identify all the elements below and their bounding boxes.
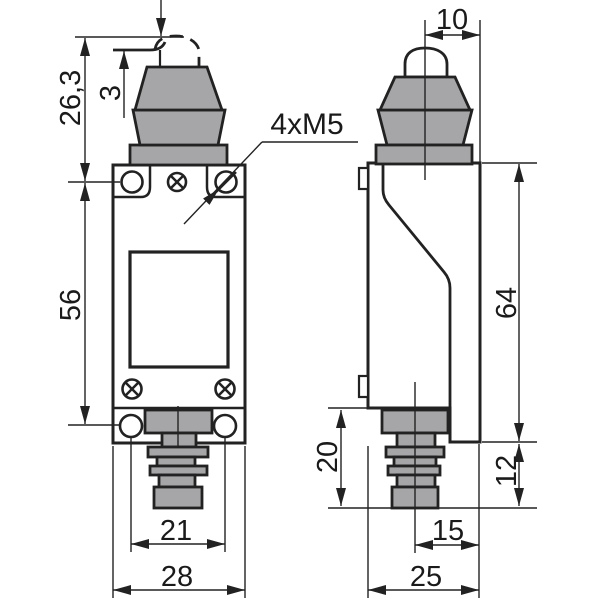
dim-label-21: 21 bbox=[160, 515, 192, 547]
dim-label-10: 10 bbox=[436, 4, 468, 36]
side-view: 10 64 12 20 15 25 bbox=[312, 4, 537, 598]
dim-label-25: 25 bbox=[410, 561, 442, 593]
front-bellows-lower bbox=[131, 108, 227, 147]
front-plunger-collar bbox=[128, 143, 229, 167]
front-bellows-upper bbox=[133, 65, 224, 112]
thread-callout-label: 4xM5 bbox=[270, 108, 343, 141]
label-window bbox=[128, 250, 230, 369]
dim-label-26-3: 26,3 bbox=[55, 70, 87, 126]
pressed-position-line bbox=[113, 41, 167, 52]
thread-callout: 4xM5 bbox=[183, 108, 358, 225]
dim-label-15: 15 bbox=[432, 515, 464, 547]
dimension-front-width: 28 bbox=[112, 446, 246, 598]
dimension-side-depth: 25 bbox=[367, 446, 479, 598]
dimension-hole-spacing-vertical: 56 bbox=[55, 183, 119, 426]
side-plunger-bellows bbox=[374, 75, 474, 166]
mounting-hole-bottom-right bbox=[212, 413, 238, 439]
dimension-gland-axis-offset: 15 bbox=[415, 444, 480, 598]
mounting-hole-bottom-left bbox=[118, 413, 144, 439]
callout-arrowhead bbox=[203, 189, 219, 205]
thread-hole-top-right bbox=[214, 170, 238, 194]
side-interior-contour bbox=[381, 164, 452, 407]
side-plunger-dome bbox=[403, 46, 449, 79]
dim-label-56: 56 bbox=[55, 289, 87, 321]
dimension-side-body-height: 64 bbox=[482, 162, 537, 443]
dim-label-64: 64 bbox=[491, 287, 523, 319]
side-clip-top bbox=[357, 166, 370, 191]
cover-screw-bottom-left-icon bbox=[121, 378, 143, 400]
dim-label-12: 12 bbox=[491, 455, 523, 487]
front-flange-pad-right bbox=[205, 166, 244, 199]
dim-label-3: 3 bbox=[95, 85, 127, 101]
callout-leader-line bbox=[183, 141, 263, 225]
dimension-lower-step: 12 bbox=[491, 444, 524, 506]
side-plunger-collar bbox=[374, 143, 474, 166]
dim-label-20: 20 bbox=[312, 441, 344, 473]
dimension-plunger-travel: 3 bbox=[95, 51, 129, 118]
dim-label-28: 28 bbox=[161, 561, 193, 593]
front-plunger-bellows bbox=[128, 65, 229, 167]
front-flange-pad-left bbox=[114, 166, 152, 199]
front-cable-gland bbox=[143, 408, 214, 510]
front-plunger-raised-position bbox=[113, 34, 201, 67]
dimension-gland-projection: 20 bbox=[312, 407, 367, 506]
mounting-hole-top-left bbox=[120, 170, 144, 194]
cover-screw-bottom-right-icon bbox=[214, 378, 236, 400]
raised-dome-dashed bbox=[153, 34, 201, 66]
side-body bbox=[366, 161, 482, 444]
dimension-hole-spacing-horizontal: 21 bbox=[130, 438, 226, 552]
dimension-front-overall-height: 26,3 bbox=[55, 38, 120, 183]
side-clip-bottom bbox=[357, 374, 370, 399]
diameter-slash-icon bbox=[215, 171, 237, 193]
dimension-plunger-axis-offset: 10 bbox=[425, 4, 481, 162]
front-view: 26,3 3 56 21 28 4xM5 bbox=[55, 0, 358, 598]
cover-screw-top-icon bbox=[166, 171, 188, 193]
